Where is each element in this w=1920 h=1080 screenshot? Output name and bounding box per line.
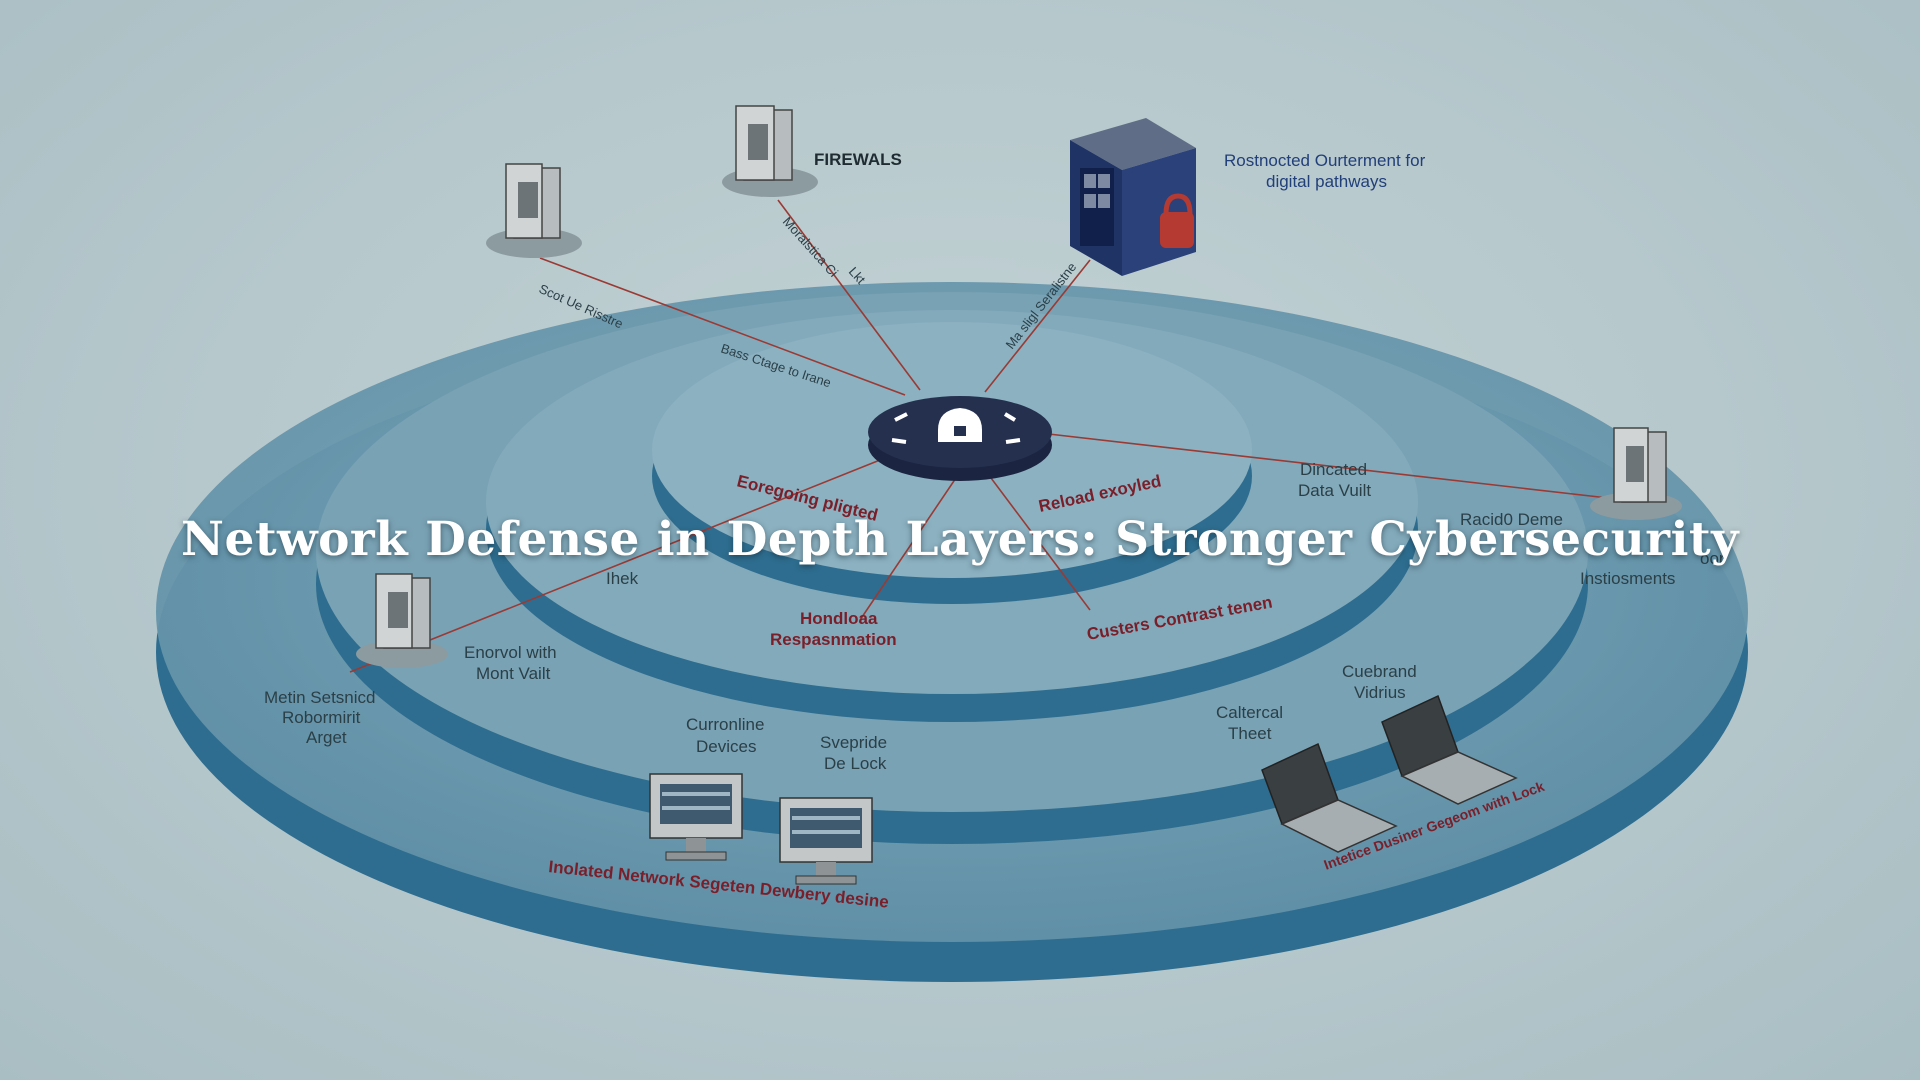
label-handload-top: Hondloaa	[800, 609, 878, 628]
server-lower-left	[356, 573, 448, 668]
label-cuebrand-bottom: Vidrius	[1354, 683, 1406, 702]
label-svepride-top: Svepride	[820, 733, 887, 752]
label-cuebrand-top: Cuebrand	[1342, 662, 1417, 681]
label-metin-top: Metin Setsnicd	[264, 688, 376, 707]
padlock-shield-icon	[891, 408, 1021, 444]
label-restricted-bottom: digital pathways	[1266, 172, 1387, 191]
server-tower-icon	[505, 163, 561, 239]
label-caltercal-top: Caltercal	[1216, 703, 1283, 722]
label-firewals: FIREWALS	[814, 150, 902, 169]
core-padlock-shield	[868, 396, 1052, 481]
connector-lines	[349, 199, 1609, 673]
label-metin-mid: Robormirit	[282, 708, 361, 727]
page-title: Network Defense in Depth Layers: Stronge…	[181, 512, 1739, 567]
label-curronline-top: Curronline	[686, 715, 764, 734]
label-radio-mid: oor	[1700, 549, 1725, 568]
label-caltercal-bottom: Theet	[1228, 724, 1272, 743]
label-metin-bottom: Arget	[306, 728, 347, 747]
label-diag-firewall-b: Lkt	[846, 264, 869, 287]
laptop-left	[1261, 742, 1398, 853]
desktop-computer-left	[649, 773, 743, 861]
label-diag-firewall-a: Moralstica Ci	[780, 214, 841, 280]
server-tower-icon	[375, 573, 431, 649]
label-curronline-bottom: Devices	[696, 737, 756, 756]
label-svepride-bottom: De Lock	[824, 754, 887, 773]
laptop-icon	[1261, 742, 1398, 853]
label-radio-top: Racid0 Deme	[1460, 510, 1563, 529]
firewall-server-left	[486, 163, 582, 258]
label-dedicated-bottom: Data Vuilt	[1298, 481, 1371, 500]
server-tower-icon	[735, 105, 793, 181]
label-enorvol-top: Enorvol with	[464, 643, 557, 662]
label-enorvol-bottom: Mont Vailt	[476, 664, 551, 683]
laptop-right	[1381, 694, 1518, 805]
desktop-computer-right	[779, 797, 873, 885]
desktop-computer-icon	[649, 773, 743, 861]
label-restricted-top: Rostnocted Ourterment for	[1224, 151, 1426, 170]
desktop-computer-icon	[779, 797, 873, 885]
locked-server-icon	[1070, 118, 1196, 276]
laptop-icon	[1381, 694, 1518, 805]
label-inek: Ihek	[606, 569, 639, 588]
label-dedicated-top: Dincated	[1300, 460, 1367, 479]
label-radio-bottom: Instiosments	[1580, 569, 1675, 588]
server-right	[1590, 427, 1682, 520]
padlock-icon	[1160, 193, 1194, 248]
server-tower-icon	[1613, 427, 1667, 503]
label-handload-bottom: Respasnmation	[770, 630, 897, 649]
firewall-server-top	[722, 105, 818, 197]
